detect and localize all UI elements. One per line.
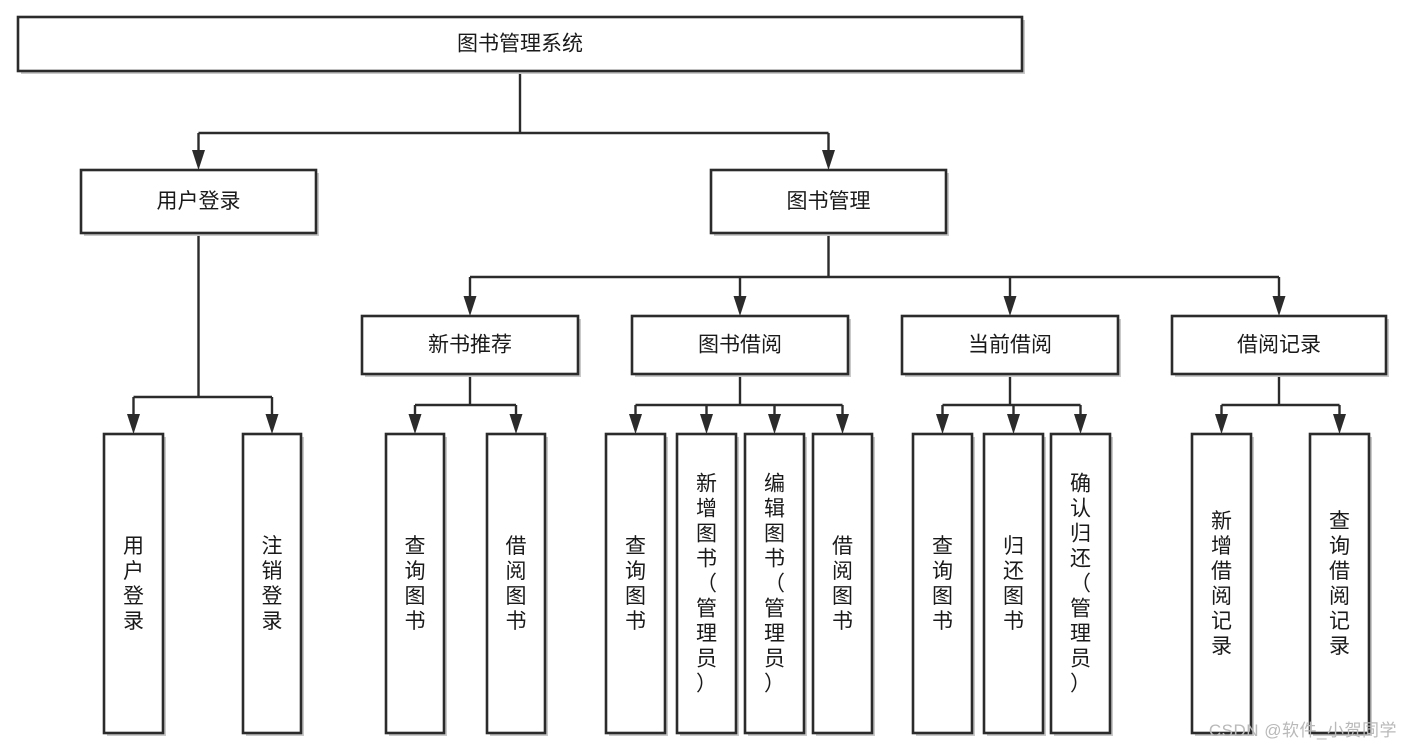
- node-label: 图书管理: [787, 190, 871, 213]
- node-leaf-br-add[interactable]: 新增借阅记录: [1190, 432, 1254, 736]
- node-book-borrow[interactable]: 图书借阅: [630, 314, 851, 377]
- node-label: 新增借阅记录: [1211, 510, 1232, 658]
- node-label: 图书借阅: [698, 334, 782, 357]
- node-current-borrow[interactable]: 当前借阅: [900, 314, 1121, 377]
- node-label: 当前借阅: [968, 334, 1052, 357]
- node-root[interactable]: 图书管理系统: [16, 15, 1025, 74]
- node-leaf-cb-query[interactable]: 查询图书: [911, 432, 975, 736]
- node-label: 查询图书: [405, 535, 426, 633]
- node-new-book-rec[interactable]: 新书推荐: [360, 314, 581, 377]
- node-label: 借阅记录: [1237, 334, 1321, 357]
- node-label: 用户登录: [157, 190, 241, 213]
- node-label: 查询图书: [625, 535, 646, 633]
- node-leaf-user-logout[interactable]: 注销登录: [241, 432, 304, 736]
- nodes-layer: 图书管理系统用户登录图书管理新书推荐图书借阅当前借阅借阅记录用户登录注销登录查询…: [16, 15, 1389, 736]
- node-label: 查询图书: [932, 535, 953, 633]
- node-leaf-br-query[interactable]: 查询借阅记录: [1308, 432, 1372, 736]
- node-label: 归还图书: [1003, 535, 1024, 633]
- node-label: 编辑图书（管理员）: [764, 473, 785, 696]
- node-leaf-bb-query[interactable]: 查询图书: [604, 432, 668, 736]
- node-leaf-bb-edit[interactable]: 编辑图书（管理员）: [743, 432, 807, 736]
- node-leaf-bb-add[interactable]: 新增图书（管理员）: [675, 432, 739, 736]
- node-borrow-record[interactable]: 借阅记录: [1170, 314, 1389, 377]
- watermark-label: CSDN @软件_小贺同学: [1208, 721, 1397, 740]
- node-label: 借阅图书: [506, 535, 527, 633]
- node-leaf-rec-borrow[interactable]: 借阅图书: [485, 432, 548, 736]
- node-label: 新增图书（管理员）: [696, 473, 717, 696]
- node-label: 用户登录: [123, 535, 144, 633]
- node-label: 确认归还（管理员）: [1070, 473, 1091, 696]
- node-label: 借阅图书: [832, 535, 853, 633]
- edges-layer: [127, 71, 1346, 434]
- node-leaf-cb-confirm[interactable]: 确认归还（管理员）: [1049, 432, 1113, 736]
- node-book-manage[interactable]: 图书管理: [709, 168, 949, 236]
- node-label: 查询借阅记录: [1329, 510, 1350, 658]
- node-leaf-cb-return[interactable]: 归还图书: [982, 432, 1046, 736]
- node-leaf-user-login[interactable]: 用户登录: [102, 432, 166, 736]
- node-label: 注销登录: [262, 535, 283, 633]
- node-label: 图书管理系统: [457, 33, 583, 56]
- node-user-login[interactable]: 用户登录: [79, 168, 319, 236]
- node-label: 新书推荐: [428, 334, 512, 357]
- node-leaf-bb-borrow[interactable]: 借阅图书: [811, 432, 875, 736]
- node-leaf-rec-query[interactable]: 查询图书: [384, 432, 447, 736]
